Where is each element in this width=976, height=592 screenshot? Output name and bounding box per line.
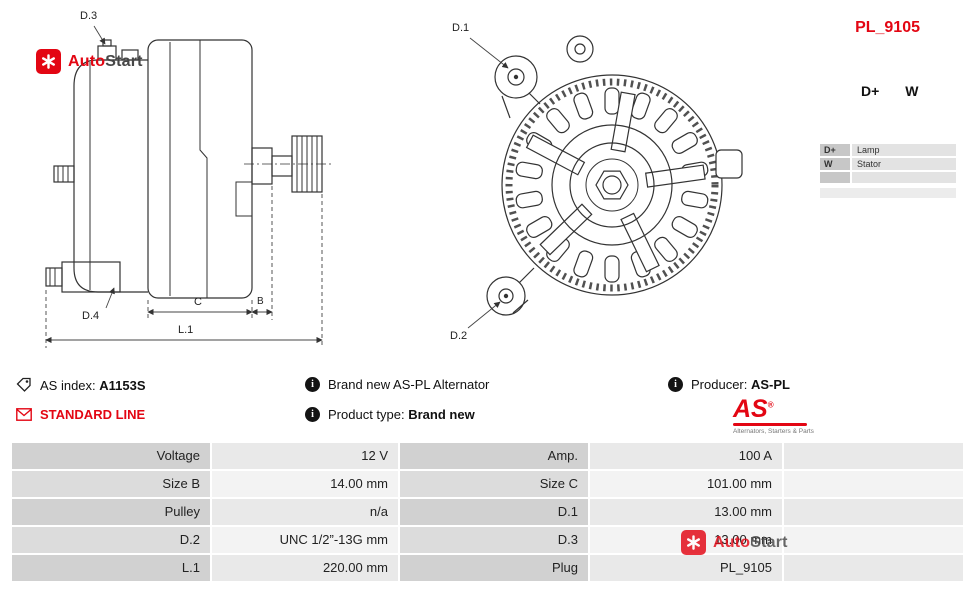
product-type: i Product type: Brand new (305, 407, 475, 422)
as-pl-logo-swoosh (733, 423, 807, 427)
producer: i Producer: AS-PL (668, 377, 790, 392)
star-icon (681, 530, 706, 555)
brand-name: AutoStart (68, 53, 143, 71)
brand-name-start: Start (750, 533, 788, 551)
front-view-dimensions (467, 37, 509, 329)
spec-row: Voltage 12 V Amp. 100 A (12, 443, 963, 469)
brand-name-auto: Auto (713, 533, 751, 551)
spec-value: 13.00 mm (590, 499, 782, 525)
terminal-dplus: D+ (861, 83, 880, 99)
spec-label: Plug (400, 555, 588, 581)
dim-label-d3: D.3 (80, 10, 98, 22)
spec-label: Amp. (400, 443, 588, 469)
info-icon: i (305, 377, 320, 392)
brand-name-start: Start (105, 52, 143, 70)
spec-empty-cell (784, 443, 963, 469)
spec-row: Size B 14.00 mm Size C 101.00 mm (12, 471, 963, 497)
spec-label: Size C (400, 471, 588, 497)
spec-label: Voltage (12, 443, 210, 469)
spec-empty-cell (784, 527, 963, 553)
brand-name-auto: Auto (68, 52, 106, 70)
product-description: i Brand new AS-PL Alternator (305, 377, 489, 392)
dim-label-d4: D.4 (82, 310, 100, 322)
info-icon: i (305, 407, 320, 422)
dim-label-d1: D.1 (452, 22, 470, 34)
spec-label: D.3 (400, 527, 588, 553)
pinout-row (820, 172, 956, 183)
pinout-empty-bar (820, 188, 956, 198)
pinout-function: Stator (852, 158, 956, 170)
spec-label: D.1 (400, 499, 588, 525)
brand-logo: AutoStart (36, 49, 143, 74)
pinout-function: Lamp (852, 144, 956, 156)
spec-empty-cell (784, 471, 963, 497)
spec-empty-cell (784, 555, 963, 581)
spec-value: 12 V (212, 443, 398, 469)
spec-label: Size B (12, 471, 210, 497)
as-index-text: AS index: A1153S (40, 378, 146, 393)
as-index-value: A1153S (99, 377, 146, 393)
pinout-pin (820, 172, 850, 183)
spec-label: D.2 (12, 527, 210, 553)
dim-label-c: C (194, 296, 202, 308)
standard-line: STANDARD LINE (16, 407, 145, 422)
watermark-logo: AutoStart (681, 530, 788, 555)
dim-label-b: B (257, 296, 264, 307)
spec-value: n/a (212, 499, 398, 525)
spec-label: L.1 (12, 555, 210, 581)
spec-value: 101.00 mm (590, 471, 782, 497)
pinout-function (852, 172, 956, 183)
spec-row: L.1 220.00 mm Plug PL_9105 (12, 555, 963, 581)
spec-row: D.2 UNC 1/2”-13G mm D.3 13.00 mm (12, 527, 963, 553)
standard-line-label: STANDARD LINE (40, 407, 146, 422)
as-pl-logo: AS® Alternators, Starters & Parts (733, 394, 823, 435)
producer-label: Producer: (691, 377, 748, 392)
pinout-table: D+ Lamp W Stator (820, 144, 956, 198)
producer-value: AS-PL (751, 377, 790, 392)
spec-value: 220.00 mm (212, 555, 398, 581)
as-pl-logo-text: AS® (733, 395, 774, 423)
as-index-label: AS index: (40, 377, 96, 393)
dim-label-d2: D.2 (450, 330, 468, 342)
pinout-pin: W (820, 158, 850, 170)
tag-icon (16, 377, 31, 392)
spec-empty-cell (784, 499, 963, 525)
star-icon (36, 49, 61, 74)
spec-value: 14.00 mm (212, 471, 398, 497)
as-pl-logo-tagline: Alternators, Starters & Parts (733, 428, 814, 436)
front-view (486, 35, 743, 316)
as-index: AS index: A1153S (16, 377, 146, 393)
terminal-labels: D+ W (861, 83, 919, 99)
dim-label-l1: L.1 (178, 324, 194, 336)
spec-table: Voltage 12 V Amp. 100 A Size B 14.00 mm … (12, 443, 963, 583)
spec-label: Pulley (12, 499, 210, 525)
terminal-w: W (905, 83, 919, 99)
part-number: PL_9105 (855, 19, 920, 36)
envelope-icon (16, 408, 32, 421)
spec-value: UNC 1/2”-13G mm (212, 527, 398, 553)
info-icon: i (668, 377, 683, 392)
side-view (45, 39, 334, 299)
brand-name: AutoStart (713, 534, 788, 552)
producer-text: Producer: AS-PL (691, 377, 790, 392)
spec-row: Pulley n/a D.1 13.00 mm (12, 499, 963, 525)
product-type-value: Brand new (408, 407, 475, 422)
as-pl-logo-as: AS (733, 395, 768, 424)
pinout-row: W Stator (820, 158, 956, 170)
description-text: Brand new AS-PL Alternator (328, 377, 490, 392)
as-pl-logo-reg: ® (767, 401, 774, 410)
product-type-text: Product type: Brand new (328, 407, 475, 422)
pinout-pin: D+ (820, 144, 850, 156)
side-view-dimensions (45, 25, 323, 348)
spec-value: PL_9105 (590, 555, 782, 581)
product-type-label: Product type: (328, 407, 405, 422)
pinout-row: D+ Lamp (820, 144, 956, 156)
technical-drawing (45, 25, 743, 348)
spec-value: 100 A (590, 443, 782, 469)
